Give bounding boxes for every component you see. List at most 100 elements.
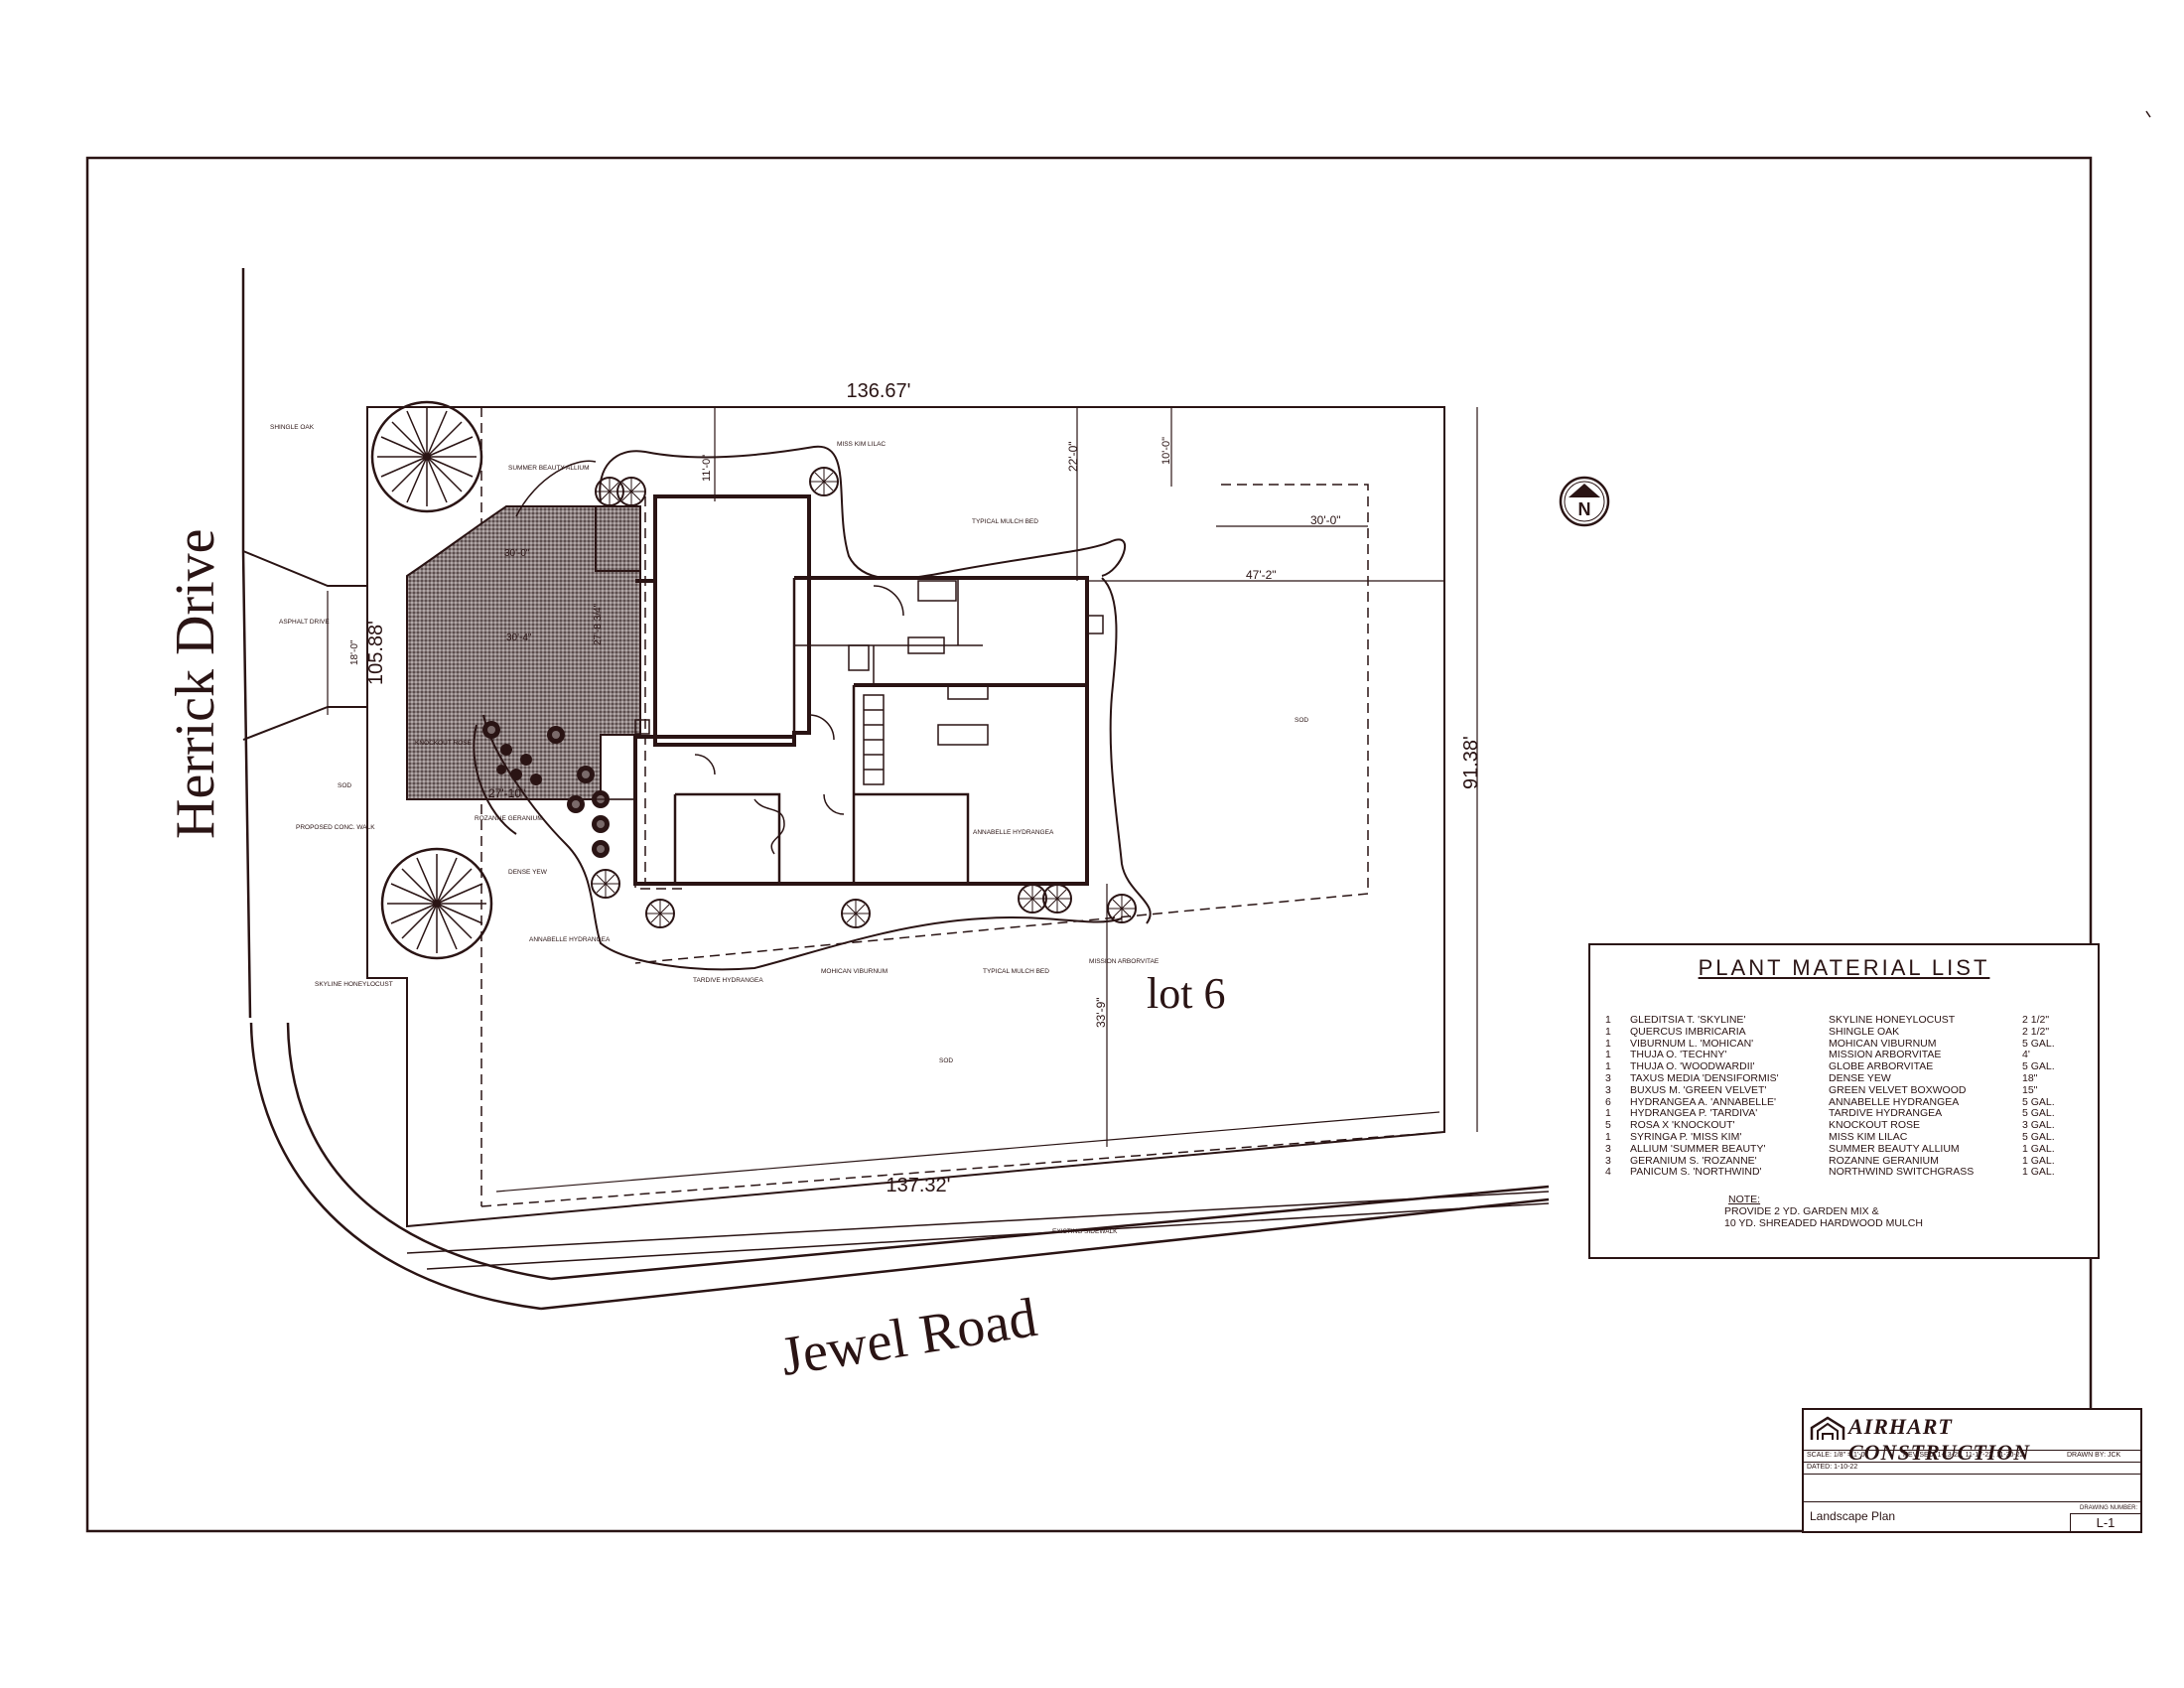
plant-common: ROZANNE GERANIUM <box>1829 1155 1939 1167</box>
plant-botanical: PANICUM S. 'NORTHWIND' <box>1630 1167 1762 1179</box>
plant-botanical: ALLIUM 'SUMMER BEAUTY' <box>1630 1143 1766 1155</box>
callout-annabelle-a: ANNABELLE HYDRANGEA <box>529 936 611 943</box>
callout-skyline: SKYLINE HONEYLOCUST <box>315 981 393 988</box>
sheet-border <box>85 156 2093 1533</box>
plant-size: 5 GAL. <box>2022 1037 2055 1050</box>
dim-side-30: 30'-0" <box>1310 513 1341 527</box>
plant-qty: 3 <box>1605 1142 1611 1155</box>
plant-size: 4' <box>2022 1049 2030 1061</box>
plant-common: TARDIVE HYDRANGEA <box>1829 1108 1943 1120</box>
callout-knockout-rose: KNOCKOUT ROSE <box>415 740 473 747</box>
plant-size: 3 GAL. <box>2022 1119 2055 1132</box>
plant-size: 5 GAL. <box>2022 1130 2055 1143</box>
plant-qty: 5 <box>1605 1119 1611 1132</box>
plant-list-title: PLANT MATERIAL LIST <box>1698 955 1990 980</box>
dim-setback-c: 10'-0" <box>1160 437 1172 465</box>
dim-patio-30a: 30'-0" <box>504 548 530 559</box>
plant-qty: 1 <box>1605 1025 1611 1038</box>
plant-common: MISSION ARBORVITAE <box>1829 1050 1942 1061</box>
plant-qty: 1 <box>1605 1060 1611 1073</box>
dim-rear-33: 33'-9" <box>1094 997 1108 1028</box>
plant-common: NORTHWIND SWITCHGRASS <box>1829 1167 1975 1179</box>
plant-size: 18" <box>2022 1071 2038 1084</box>
plant-row: 3 ALLIUM 'SUMMER BEAUTY' SUMMER BEAUTY ALL… <box>1605 1142 2092 1156</box>
callout-tardive: TARDIVE HYDRANGEA <box>693 977 763 984</box>
mission-arborvitae-icon <box>1107 894 1137 923</box>
plant-botanical: TAXUS MEDIA 'DENSIFORMIS' <box>1630 1072 1779 1084</box>
callout-miss-kim: MISS KIM LILAC <box>837 441 886 448</box>
callout-typical-mulch: TYPICAL MULCH BED <box>972 518 1038 525</box>
dim-top: 136.67' <box>847 380 911 402</box>
patio <box>406 505 641 800</box>
plant-size: 2 1/2" <box>2022 1025 2050 1038</box>
jewel-road-edge <box>406 1185 1550 1311</box>
annabelle-hydrangea-icon <box>591 869 620 899</box>
annabelle-hydrangea-icon <box>1018 884 1047 914</box>
plant-qty: 1 <box>1605 1037 1611 1050</box>
street-herrick-drive: Herrick Drive <box>165 528 226 839</box>
drawing-number-label: DRAWING NUMBER: <box>2080 1505 2138 1511</box>
title-block: AIRHART CONSTRUCTION SCALE: 1/8" = 1'-0"… <box>1802 1408 2142 1533</box>
label-sod-east: SOD <box>1295 717 1308 724</box>
plant-size: 5 GAL. <box>2022 1060 2055 1073</box>
note-line-2: 10 YD. SHREADED HARDWOOD MULCH <box>1724 1217 1923 1229</box>
plant-size: 5 GAL. <box>2022 1095 2055 1108</box>
plant-botanical: HYDRANGEA P. 'TARDIVA' <box>1630 1108 1758 1120</box>
dim-bottom: 137.32' <box>887 1175 951 1196</box>
label-existing-sidewalk: EXISTING SIDEWALK <box>1052 1228 1118 1235</box>
dim-left: 105.88' <box>365 621 387 685</box>
plant-qty: 1 <box>1605 1049 1611 1061</box>
plant-row: 1 THUJA O. 'TECHNY' MISSION ARBORVITAE 4' <box>1605 1050 2092 1061</box>
plant-botanical: HYDRANGEA A. 'ANNABELLE' <box>1630 1096 1776 1108</box>
company-name: AIRHART CONSTRUCTION <box>1848 1414 2031 1465</box>
plant-common: SUMMER BEAUTY ALLIUM <box>1829 1143 1960 1155</box>
dense-yew-icon <box>592 815 610 833</box>
callout-mission: MISSION ARBORVITAE <box>1089 958 1160 965</box>
dim-patio-27v: 27'-8 3/4" <box>593 603 604 645</box>
dim-side-47: 47'-2" <box>1246 568 1277 582</box>
plant-botanical: THUJA O. 'TECHNY' <box>1630 1050 1727 1061</box>
tb-revised: REVISED: 1-13-22, 11-17-22, 11-30-22 <box>1903 1452 2024 1459</box>
note-line-1: PROVIDE 2 YD. GARDEN MIX & <box>1724 1205 1879 1217</box>
mulch-bed-north <box>599 445 1127 580</box>
mulch-bed-west <box>482 714 1123 971</box>
plant-qty: 3 <box>1605 1154 1611 1167</box>
plant-qty: 1 <box>1605 1014 1611 1026</box>
plant-common: MISS KIM LILAC <box>1829 1131 1908 1143</box>
north-arrow-icon: N <box>1559 476 1610 527</box>
rozanne-geranium-icon <box>577 766 595 783</box>
plant-list-note: NOTE: PROVIDE 2 YD. GARDEN MIX & 10 YD. … <box>1724 1194 1923 1229</box>
plant-common: GREEN VELVET BOXWOOD <box>1829 1084 1967 1096</box>
plant-size: 15" <box>2022 1083 2038 1096</box>
dense-yew-icon <box>592 840 610 858</box>
label-proposed-walk: PROPOSED CONC. WALK <box>296 824 375 831</box>
callout-shingle-oak: SHINGLE OAK <box>270 424 315 431</box>
dim-patio-30b: 30'-4" <box>506 633 532 643</box>
drawing-number: L-1 <box>2070 1513 2141 1533</box>
plant-size: 1 GAL. <box>2022 1166 2055 1179</box>
label-asphalt-drive: ASPHALT DRIVE <box>279 619 330 626</box>
house-footprint <box>633 494 1104 886</box>
plant-common: SKYLINE HONEYLOCUST <box>1829 1015 1956 1026</box>
plant-qty: 3 <box>1605 1083 1611 1096</box>
plant-qty: 4 <box>1605 1166 1611 1179</box>
callout-rozanne: ROZANNE GERANIUM <box>475 815 543 822</box>
shingle-oak-tree-icon <box>370 400 483 513</box>
callout-typical-mulch-b: TYPICAL MULCH BED <box>983 968 1049 975</box>
plant-common: MOHICAN VIBURNUM <box>1829 1038 1937 1050</box>
sheet-title: Landscape Plan <box>1810 1509 1896 1523</box>
lot-label: lot 6 <box>1147 969 1225 1018</box>
tb-drawn-by: DRAWN BY: JCK <box>2067 1452 2121 1459</box>
tb-scale: SCALE: 1/8" = 1'-0" <box>1807 1452 1867 1459</box>
plant-botanical: THUJA O. 'WOODWARDII' <box>1630 1061 1755 1073</box>
